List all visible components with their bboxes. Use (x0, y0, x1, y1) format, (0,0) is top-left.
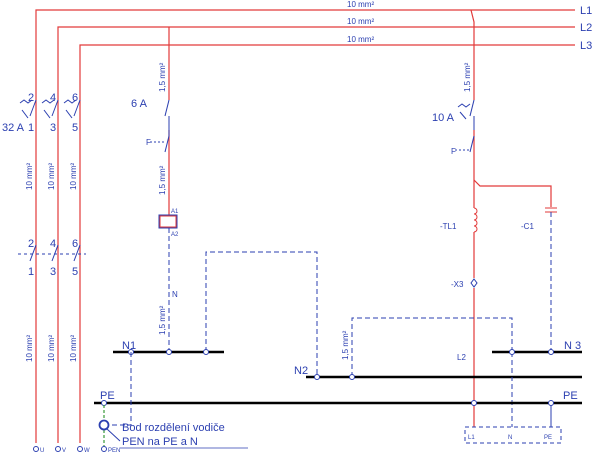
control-left-switch-symbol: F (146, 138, 151, 147)
pen-split-note-line2: PEN na PE a N (122, 436, 198, 448)
control-left-cable-bottom: 1,5 mm² (158, 305, 167, 335)
cable-l1-upper-label: 10 mm² (25, 163, 34, 190)
capacitor-c1-label: -C1 (521, 222, 534, 231)
main-breaker-pole-1: 1 (28, 122, 34, 134)
contactor-pole-3: 3 (50, 266, 56, 278)
terminal-x3-label: -X3 (451, 280, 464, 289)
bus-n3-label: N 3 (564, 340, 581, 352)
control-right-l2-label: L2 (457, 353, 466, 362)
cable-l3-lower-label: 10 mm² (69, 335, 78, 362)
bus-pe-right-label: PE (563, 390, 578, 402)
bus-n2-label: N2 (294, 365, 308, 377)
output-w-label: W (84, 448, 90, 454)
main-breaker-pole-2: 2 (28, 92, 34, 104)
coil-a2-label: A2 (171, 232, 179, 238)
main-breaker-pole-5: 5 (72, 122, 78, 134)
control-right-circuit (455, 99, 562, 444)
n2-dashed-link (351, 317, 513, 377)
phase-l1-cross-label: 10 mm² (347, 0, 374, 9)
terminal-pe-label: PE (544, 435, 552, 441)
note-leader-line (106, 428, 121, 442)
contactor-pole-2: 2 (28, 238, 34, 250)
phase-l1-wire (35, 9, 575, 443)
control-left-n-label: N (172, 290, 178, 299)
n2-cable-label: 1,5 mm² (341, 330, 350, 360)
phase-l2-label: L2 (580, 22, 592, 34)
phase-l3-cross-label: 10 mm² (347, 35, 374, 44)
terminal-l1-label: L1 (468, 435, 475, 441)
capacitor-feed-wire (473, 179, 552, 207)
control-right-cable-top: 1,5 mm² (463, 62, 472, 92)
phase-lines (35, 9, 575, 443)
control-left-circuit (150, 99, 178, 352)
phase-l2-cross-label: 10 mm² (347, 17, 374, 26)
phase-l3-wire (79, 44, 575, 443)
control-left-cable-top: 1,5 mm² (158, 62, 167, 92)
main-breaker-pole-3: 3 (50, 122, 56, 134)
main-breaker-rating: 32 A (2, 122, 25, 134)
output-terminals (33, 446, 107, 452)
coil-a1-label: A1 (171, 209, 179, 215)
contactor-pole-4: 4 (50, 238, 56, 250)
control-left-cable-mid: 1,5 mm² (158, 165, 167, 195)
contactor-coil (159, 215, 177, 228)
buses (94, 350, 582, 405)
bus-n1-label: N1 (122, 340, 136, 352)
control-right-tap-wire (470, 9, 475, 100)
bus-pe-left-label: PE (100, 390, 115, 402)
cable-l1-lower-label: 10 mm² (25, 335, 34, 362)
main-breaker (19, 99, 81, 119)
cable-l2-upper-label: 10 mm² (47, 163, 56, 190)
phase-l1-label: L1 (580, 5, 592, 17)
control-left-breaker-rating: 6 A (131, 98, 148, 110)
main-breaker-pole-4: 4 (50, 92, 56, 104)
inductor-tl1-label: -TL1 (440, 222, 457, 231)
phase-l3-label: L3 (580, 40, 592, 52)
cable-l3-upper-label: 10 mm² (69, 163, 78, 190)
pen-split-point-icon (98, 419, 110, 431)
contactor-pole-1: 1 (28, 266, 34, 278)
n1-dashed-link (205, 251, 318, 377)
terminal-n-label: N (508, 435, 512, 441)
contactor-pole-5: 5 (72, 266, 78, 278)
output-pen-label: PEN (108, 448, 120, 454)
phase-l2-wire (57, 26, 575, 443)
main-contactor (18, 244, 86, 262)
control-right-breaker-rating: 10 A (432, 112, 455, 124)
output-u-label: U (40, 448, 44, 454)
pen-split-note-line1: Bod rozdělení vodiče (122, 422, 225, 434)
control-right-switch-symbol: F (451, 147, 456, 156)
cable-l2-lower-label: 10 mm² (47, 335, 56, 362)
contactor-pole-6: 6 (72, 238, 78, 250)
main-breaker-pole-6: 6 (72, 92, 78, 104)
output-v-label: V (62, 448, 66, 454)
